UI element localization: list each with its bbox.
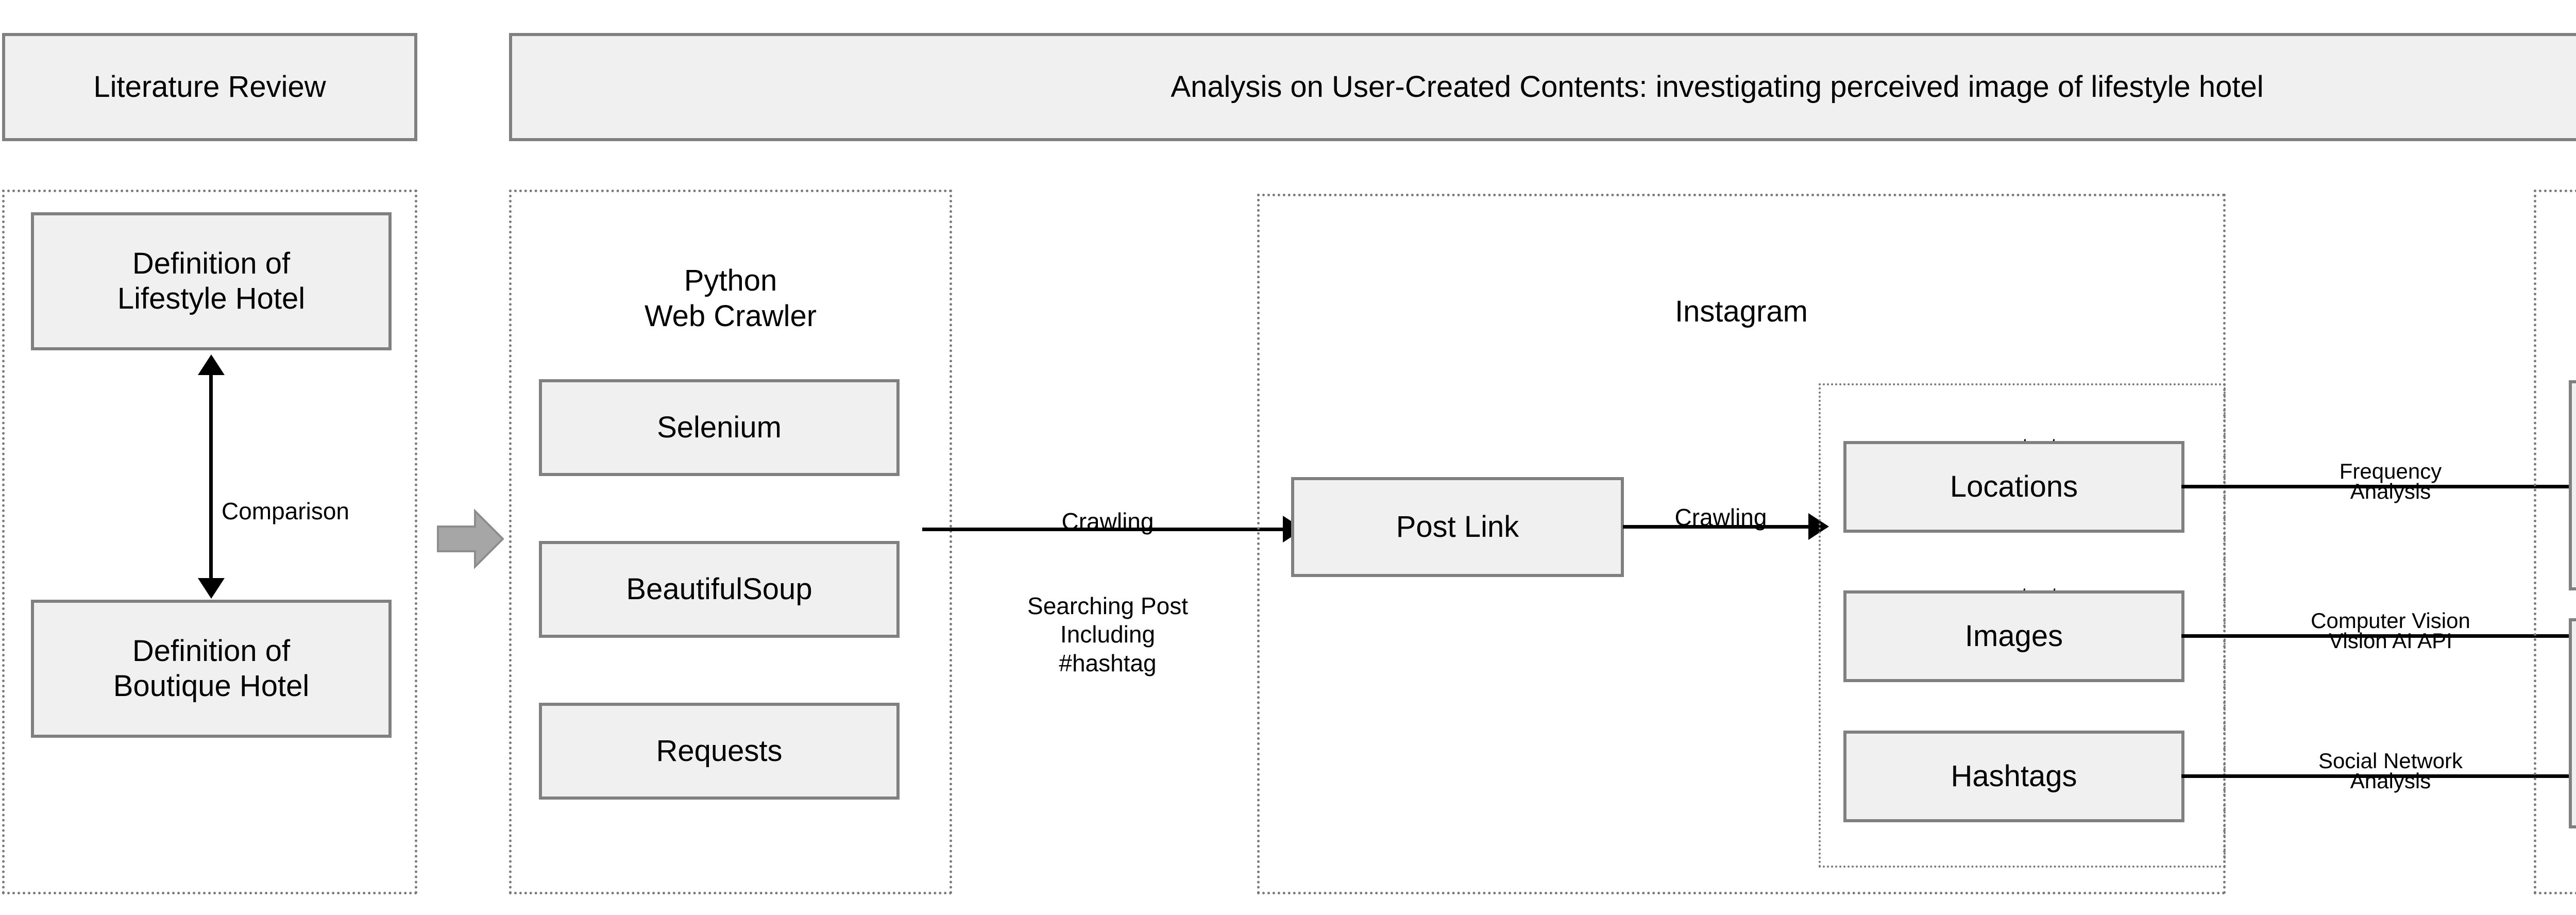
definition-boutique-hotel-label: Definition of Boutique Hotel <box>113 634 310 703</box>
header-literature-review: Literature Review <box>2 33 417 141</box>
instagram-item-images: Images <box>1843 590 2184 682</box>
edge-postlink-to-items-line <box>1623 525 1814 529</box>
edge-crawling-1-label: Crawling <box>948 479 1267 536</box>
crawler-tool-requests: Requests <box>539 703 900 800</box>
edge-computer-vision-text: Computer Vision Vision AI API <box>2311 608 2470 653</box>
comparison-line <box>209 374 213 579</box>
edge-hashtags-to-content-line <box>2181 774 2576 778</box>
instagram-item-images-label: Images <box>1964 619 2063 653</box>
post-link-box: Post Link <box>1291 477 1624 577</box>
definition-lifestyle-hotel-label: Definition of Lifestyle Hotel <box>117 246 306 315</box>
instagram-items-group <box>1819 383 2226 868</box>
definition-lifestyle-hotel-box: Definition of Lifestyle Hotel <box>31 212 392 350</box>
comparison-arrowhead-down <box>198 578 225 599</box>
edge-locations-to-poi-line <box>2181 485 2576 488</box>
crawler-tool-selenium: Selenium <box>539 379 900 476</box>
instagram-title: Instagram <box>1257 258 2226 329</box>
comparison-label: Comparison <box>222 469 417 526</box>
crawler-tool-requests-label: Requests <box>656 734 783 768</box>
instagram-item-hashtags: Hashtags <box>1843 731 2184 822</box>
block-arrow-lit-to-analysis <box>437 508 504 570</box>
edge-social-network-label: Social Network Analysis <box>2231 731 2550 793</box>
python-crawler-title: Python Web Crawler <box>509 227 952 334</box>
edge-searching-post-text: Searching Post Including #hashtag <box>1027 592 1188 676</box>
definition-boutique-hotel-box: Definition of Boutique Hotel <box>31 600 392 738</box>
header-analysis-label: Analysis on User-Created Contents: inves… <box>1171 70 2264 104</box>
comparison-arrowhead-up <box>198 354 225 375</box>
crawler-tool-beautifulsoup: BeautifulSoup <box>539 541 900 638</box>
instagram-item-hashtags-label: Hashtags <box>1951 759 2077 793</box>
comparison-text: Comparison <box>222 498 349 525</box>
edge-images-to-content-line <box>2181 634 2576 638</box>
python-crawler-panel <box>509 190 952 894</box>
literature-review-panel <box>2 190 417 894</box>
instagram-item-locations-label: Locations <box>1950 469 2078 503</box>
edge-crawling-2-label: Crawling <box>1638 475 1803 532</box>
image-of-place-title: Image of Place <box>2534 256 2576 327</box>
instagram-title-text: Instagram <box>1675 294 1808 328</box>
header-literature-review-label: Literature Review <box>93 70 326 104</box>
edge-frequency-analysis-text: Frequency Analysis <box>2339 459 2442 504</box>
image-of-place-panel <box>2534 190 2576 894</box>
crawler-tool-beautifulsoup-label: BeautifulSoup <box>626 572 812 606</box>
python-crawler-title-text: Python Web Crawler <box>644 263 817 333</box>
instagram-item-locations: Locations <box>1843 441 2184 533</box>
edge-crawler-to-postlink-line <box>922 528 1288 531</box>
header-analysis: Analysis on User-Created Contents: inves… <box>509 33 2576 141</box>
edge-frequency-analysis-label: Frequency Analysis <box>2231 441 2550 504</box>
image-of-place-item-poi: Point of Interest <box>2569 380 2576 590</box>
edge-crawling-2-text: Crawling <box>1674 504 1767 531</box>
image-of-place-item-content-analysis: Content Analysis <box>2569 618 2576 828</box>
edge-social-network-text: Social Network Analysis <box>2318 749 2463 793</box>
edge-crawling-1-text: Crawling <box>1061 508 1154 535</box>
edge-computer-vision-label: Computer Vision Vision AI API <box>2215 590 2566 653</box>
post-link-label: Post Link <box>1396 510 1519 544</box>
edge-searching-post-label: Searching Post Including #hashtag <box>948 564 1267 677</box>
crawler-tool-selenium-label: Selenium <box>657 410 782 444</box>
